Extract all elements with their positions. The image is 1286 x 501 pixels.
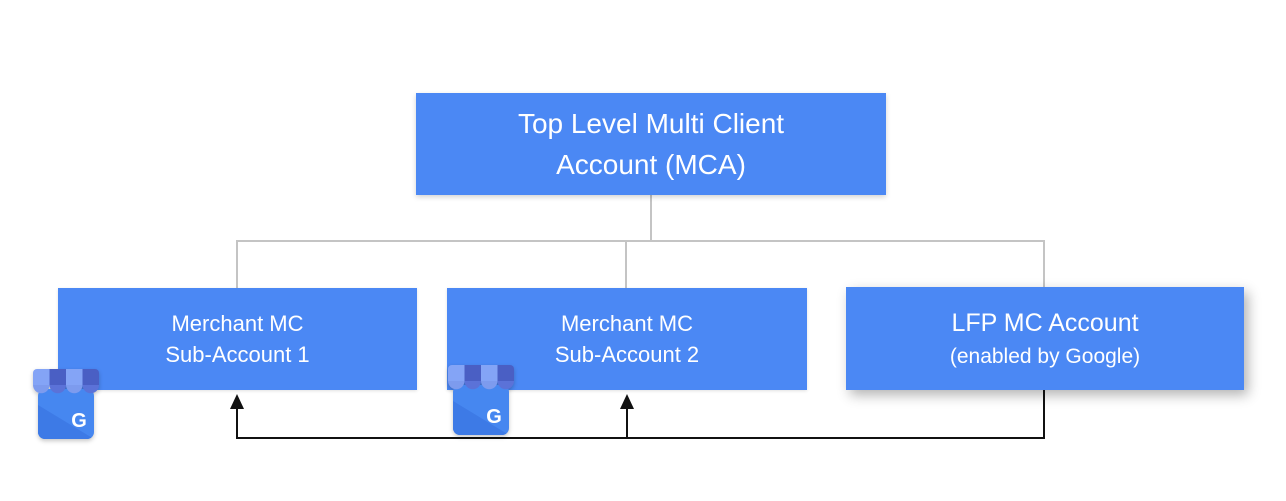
- arrow-line-up-sub1: [236, 408, 238, 437]
- google-business-profile-icon: G: [33, 369, 99, 441]
- node-label-line2: Sub-Account 2: [554, 342, 700, 367]
- arrowhead-sub1: [230, 394, 244, 409]
- arrowhead-sub2: [620, 394, 634, 409]
- node-lfp-mc-account: LFP MC Account (enabled by Google): [846, 287, 1244, 390]
- arrow-line-lfp-down: [1043, 390, 1045, 439]
- node-label-line2: Account (MCA): [556, 149, 746, 180]
- node-label-line2: (enabled by Google): [949, 345, 1141, 368]
- google-business-profile-icon: G: [448, 365, 514, 437]
- node-merchant-sub-account-1: Merchant MC Sub-Account 1: [58, 288, 417, 390]
- node-label-line1: Merchant MC: [171, 311, 304, 336]
- node-label-line1: LFP MC Account: [951, 309, 1139, 337]
- storefront-icon: G: [33, 369, 99, 439]
- node-label-line2: Sub-Account 1: [165, 342, 310, 367]
- arrow-line-horizontal: [236, 437, 1045, 439]
- storefront-icon: G: [448, 365, 514, 435]
- icon-letter-g: G: [486, 406, 502, 428]
- node-top-level-mca: Top Level Multi Client Account (MCA): [416, 93, 886, 195]
- connector-horizontal: [236, 240, 1044, 242]
- node-label-line1: Merchant MC: [560, 311, 694, 336]
- connector-to-sub1: [236, 240, 238, 288]
- arrow-line-up-sub2: [626, 408, 628, 437]
- node-label-line1: Top Level Multi Client: [517, 108, 785, 139]
- connector-to-lfp: [1043, 240, 1045, 287]
- connector-to-sub2: [625, 240, 627, 288]
- icon-letter-g: G: [71, 410, 87, 432]
- connector-mca-down: [650, 195, 652, 241]
